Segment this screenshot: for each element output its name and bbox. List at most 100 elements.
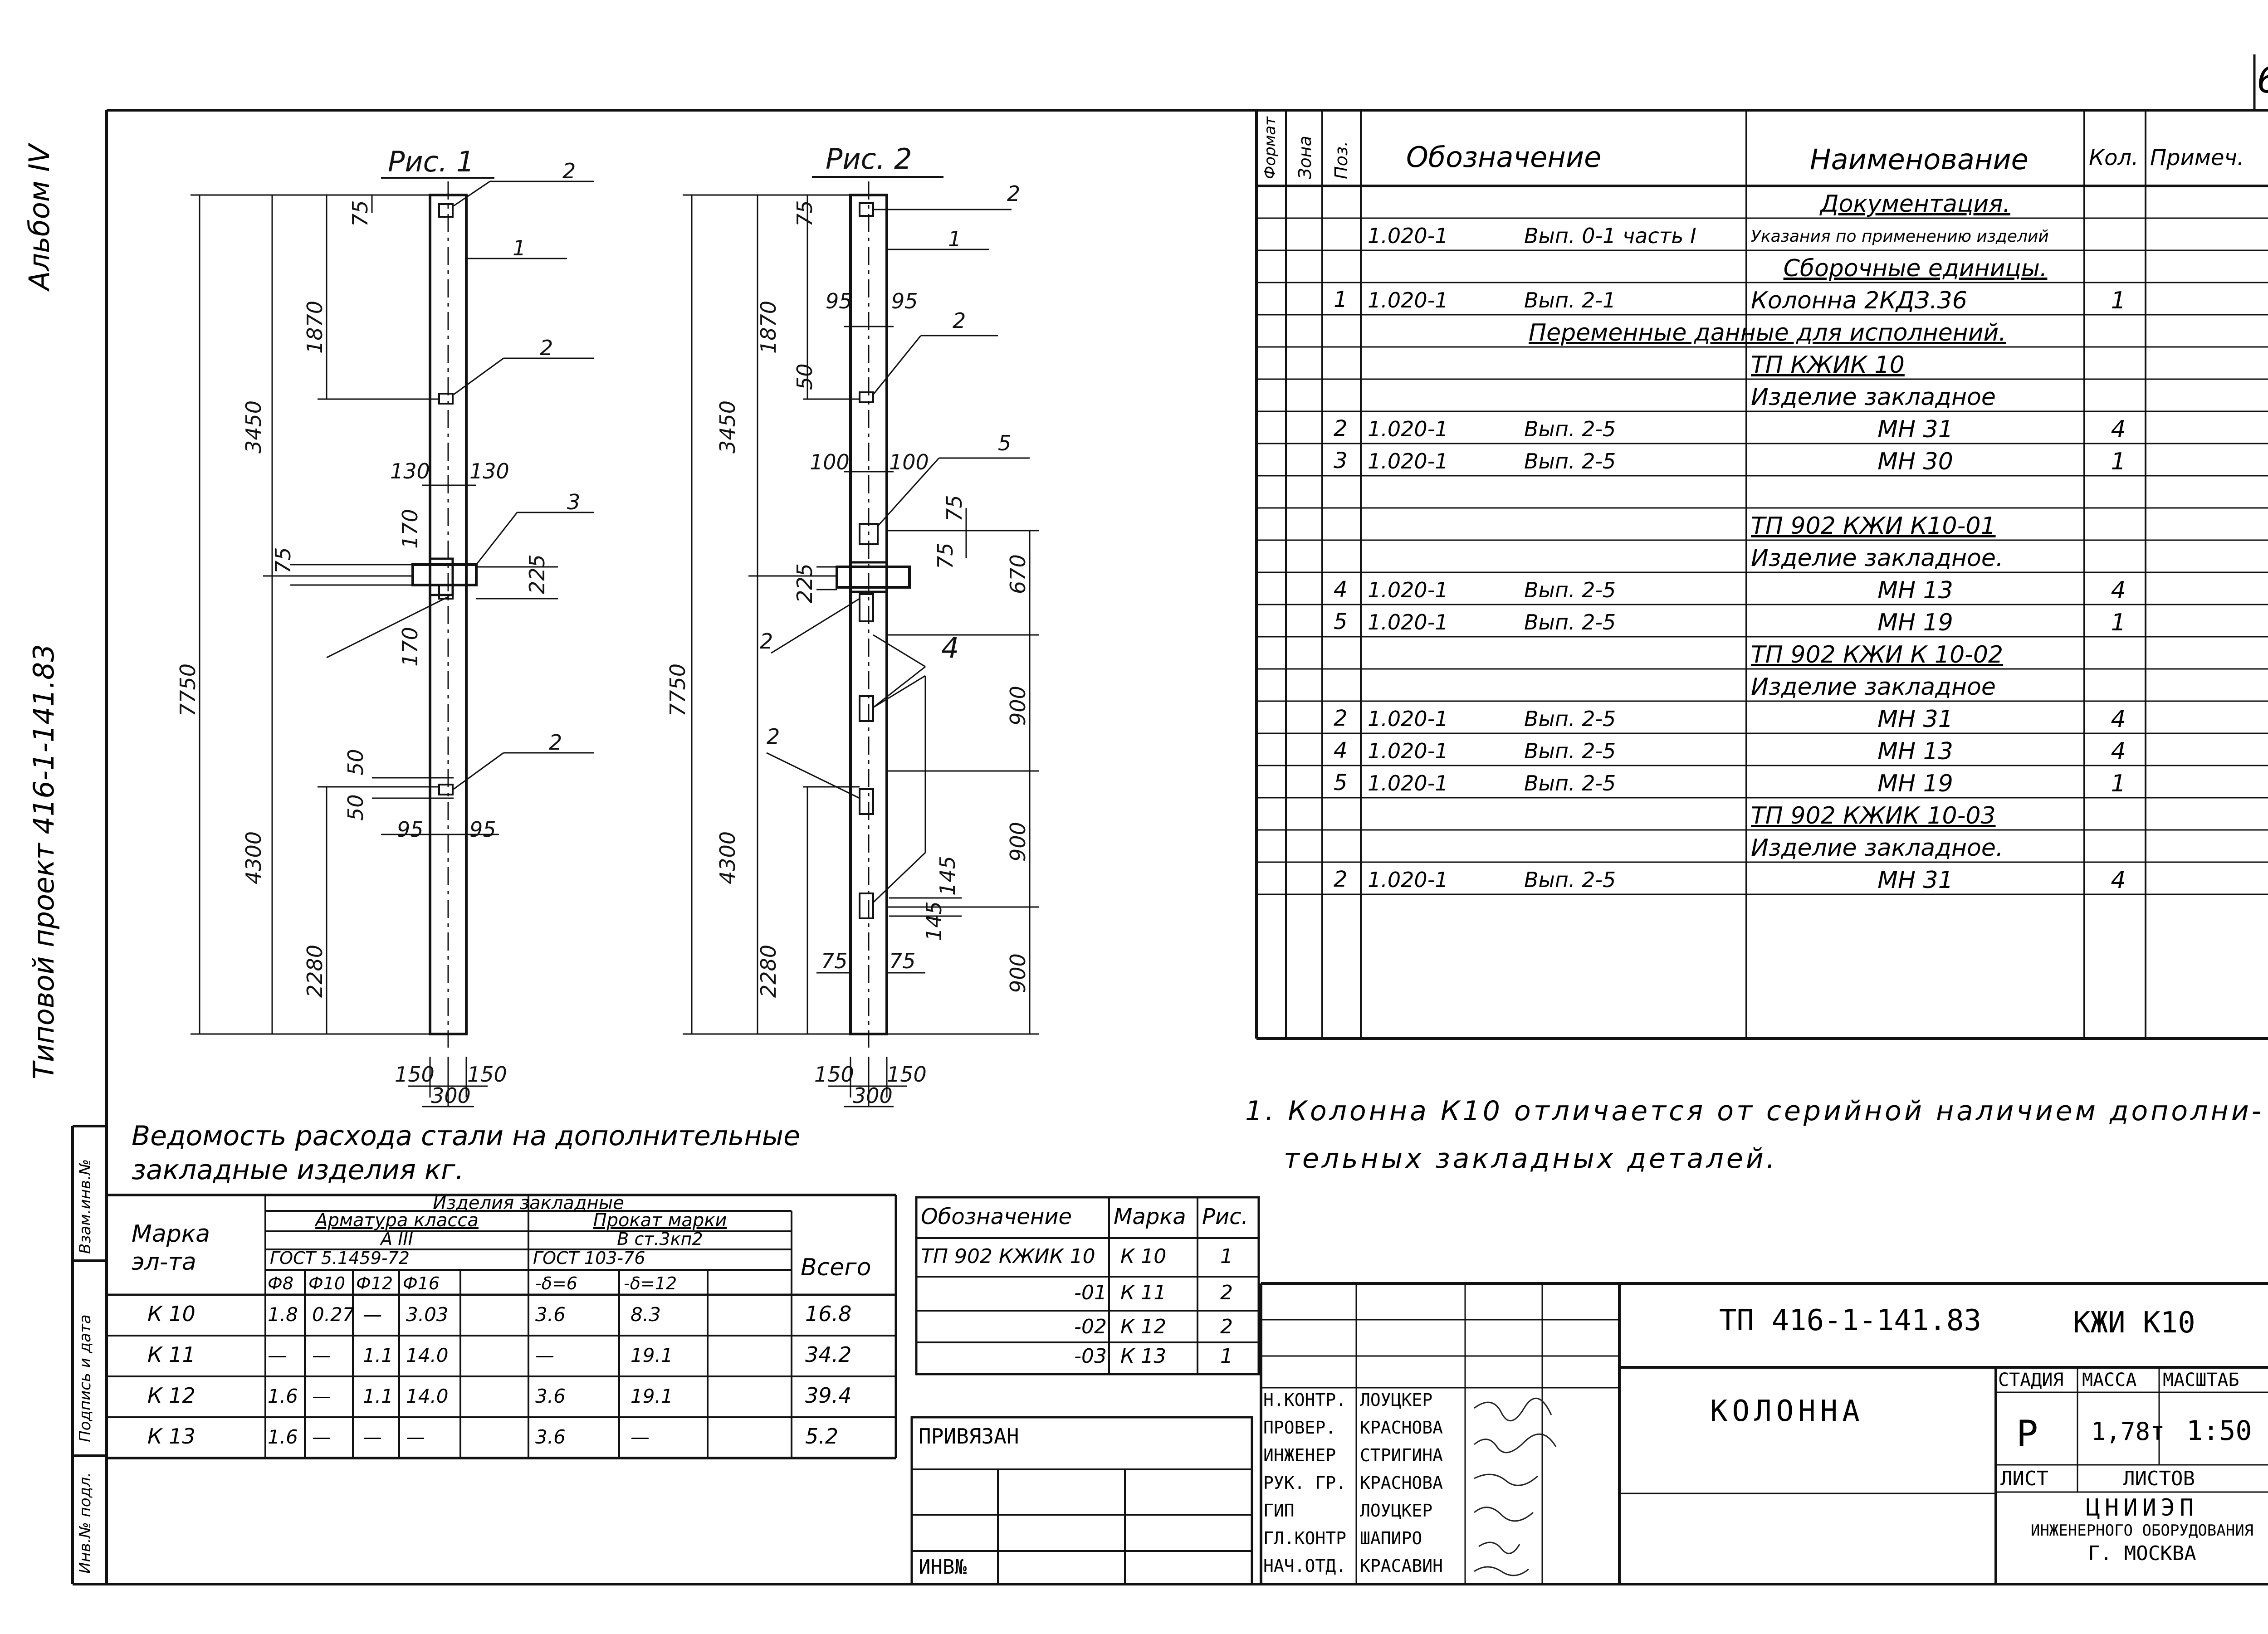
tb-code: ТП 416-1-141.83 — [1719, 1304, 1981, 1337]
steel-h-rolled-grade: В ст.3кп2 — [617, 1229, 703, 1249]
tb-stage-label: Стадия — [1998, 1370, 2064, 1390]
steel-cell: — — [312, 1344, 331, 1366]
svg-text:1870: 1870 — [303, 301, 327, 354]
steel-cell: 3.6 — [535, 1303, 566, 1326]
figure-2-text: Рис. 2 2 1 2 5 2 4 2 75 1870 3450 7750 4… — [665, 142, 1030, 1108]
steel-subheader: Ф10 — [308, 1273, 346, 1293]
svg-text:75: 75 — [933, 542, 958, 569]
staff-role: Н.контр. — [1263, 1390, 1347, 1410]
staff-name: Краснова — [1360, 1418, 1443, 1438]
tb-org-3: Г. МОСКВА — [2088, 1542, 2196, 1565]
tb-mass-label: Масса — [2082, 1370, 2137, 1390]
spec-name: МН 13 — [1877, 577, 1953, 604]
svg-text:145: 145 — [922, 901, 946, 941]
steel-cell: 3.03 — [406, 1303, 449, 1326]
spec-name: МН 31 — [1877, 867, 1953, 894]
svg-text:2280: 2280 — [756, 945, 781, 998]
fig2-callout-d: 5 — [998, 431, 1011, 455]
spec-qty: 4 — [2111, 416, 2126, 443]
svg-text:95: 95 — [397, 817, 424, 842]
spec-designation: 1.020-1 — [1368, 449, 1448, 473]
spec-pos: 2 — [1334, 706, 1348, 731]
spec-issue: Вып. 2-1 — [1524, 288, 1616, 312]
staff-name: Стригина — [1360, 1445, 1443, 1465]
spec-name: Изделие закладное — [1751, 673, 1996, 701]
steel-cell: 1.6 — [268, 1426, 298, 1448]
staff-role: ГИП — [1263, 1501, 1295, 1521]
svg-text:75: 75 — [792, 200, 817, 227]
staff-role: Нач.отд. — [1263, 1556, 1347, 1576]
fig2-callout-f: 4 — [941, 631, 959, 664]
steel-subheader: -δ=12 — [624, 1273, 677, 1293]
mark-table-header: Рис. — [1202, 1204, 1248, 1229]
steel-row-mark: К 11 — [147, 1342, 196, 1367]
spec-h-note: Примеч. — [2150, 145, 2244, 171]
steel-subheader: Ф12 — [356, 1273, 393, 1293]
mark-row-designation: -03 — [1074, 1345, 1107, 1368]
spec-name: Указания по применению изделий — [1751, 227, 2049, 246]
spec-pos: 2 — [1334, 867, 1348, 892]
figure-1 — [191, 180, 594, 1107]
steel-row-mark: К 10 — [147, 1302, 196, 1326]
spec-name: МН 19 — [1877, 770, 1953, 797]
staff-name: Краснова — [1360, 1473, 1443, 1493]
fig1-callout-e: 2 — [549, 730, 562, 755]
steel-cell: — — [406, 1426, 425, 1448]
staff-role: Гл.контр — [1263, 1528, 1347, 1548]
spec-qty: 4 — [2111, 577, 2126, 604]
staff-role: Инженер — [1263, 1445, 1336, 1465]
mark-table-header: Обозначение — [921, 1204, 1072, 1229]
steel-h-rebar: Арматура класса — [315, 1210, 479, 1231]
album-label: Альбом IV — [23, 144, 56, 290]
spec-name: МН 13 — [1877, 738, 1953, 765]
spec-designation: 1.020-1 — [1368, 417, 1448, 441]
spec-name: Сборочные единицы. — [1783, 255, 2048, 282]
staff-name: Шапиро — [1360, 1528, 1422, 1548]
bound-label: Привязан — [919, 1424, 1019, 1449]
fig2-callout-a: 2 — [1007, 181, 1020, 206]
spec-qty: 4 — [2111, 706, 2126, 733]
steel-h-items: Изделия закладные — [433, 1193, 624, 1214]
svg-text:75: 75 — [821, 949, 848, 973]
svg-text:170: 170 — [398, 627, 422, 667]
spec-issue: Вып. 2-5 — [1524, 417, 1616, 441]
fig1-callout-d: 3 — [567, 490, 580, 514]
steel-row-total: 16.8 — [805, 1302, 852, 1326]
steel-row-total: 39.4 — [805, 1383, 852, 1408]
svg-text:900: 900 — [1006, 953, 1030, 993]
steel-cell: 19.1 — [631, 1385, 673, 1407]
steel-row-total: 34.2 — [805, 1342, 852, 1367]
spec-name: МН 31 — [1877, 706, 1953, 733]
steel-title-2: закладные изделия кг. — [132, 1154, 464, 1186]
title-grid — [1260, 1282, 2268, 1584]
project-label: Типовой проект 416-1-141.83 — [27, 644, 60, 1079]
mark-row-mark: К 12 — [1120, 1315, 1167, 1338]
steel-cell: — — [268, 1344, 287, 1366]
figure-1-text: Рис. 1 2 1 2 3 2 75 1870 3450 7750 4300 … — [176, 145, 580, 1108]
tb-mass: 1,78т — [2091, 1417, 2165, 1446]
spec-qty: 1 — [2111, 287, 2126, 314]
svg-text:2280: 2280 — [303, 945, 327, 998]
staff-name: Лоуцкер — [1360, 1390, 1433, 1410]
svg-text:150: 150 — [887, 1062, 927, 1087]
spec-h-pos: Поз. — [1331, 141, 1351, 179]
spec-designation: 1.020-1 — [1368, 868, 1448, 892]
tb-sheet-label: Лист — [2000, 1467, 2048, 1490]
steel-cell: 8.3 — [631, 1303, 661, 1326]
staff-role: Рук. гр. — [1263, 1473, 1347, 1493]
spec-issue: Вып. 2-5 — [1524, 868, 1616, 892]
spec-pos: 1 — [1334, 287, 1348, 312]
mark-row-designation: -01 — [1074, 1281, 1107, 1304]
svg-text:7750: 7750 — [176, 663, 200, 717]
spec-designation: 1.020-1 — [1368, 288, 1448, 312]
svg-text:170: 170 — [398, 509, 422, 549]
svg-text:3450: 3450 — [241, 400, 266, 454]
steel-row-mark: К 13 — [147, 1424, 196, 1449]
steel-cell: 3.6 — [535, 1426, 566, 1448]
tb-stage: Р — [2016, 1413, 2038, 1455]
spec-qty: 4 — [2111, 867, 2126, 894]
spec-name: Изделие закладное — [1751, 384, 1996, 411]
tb-org-1: ЦНИИЭП — [2086, 1494, 2199, 1522]
steel-cell: 0.27 — [312, 1303, 355, 1326]
fig1-title: Рис. 1 — [388, 145, 474, 178]
